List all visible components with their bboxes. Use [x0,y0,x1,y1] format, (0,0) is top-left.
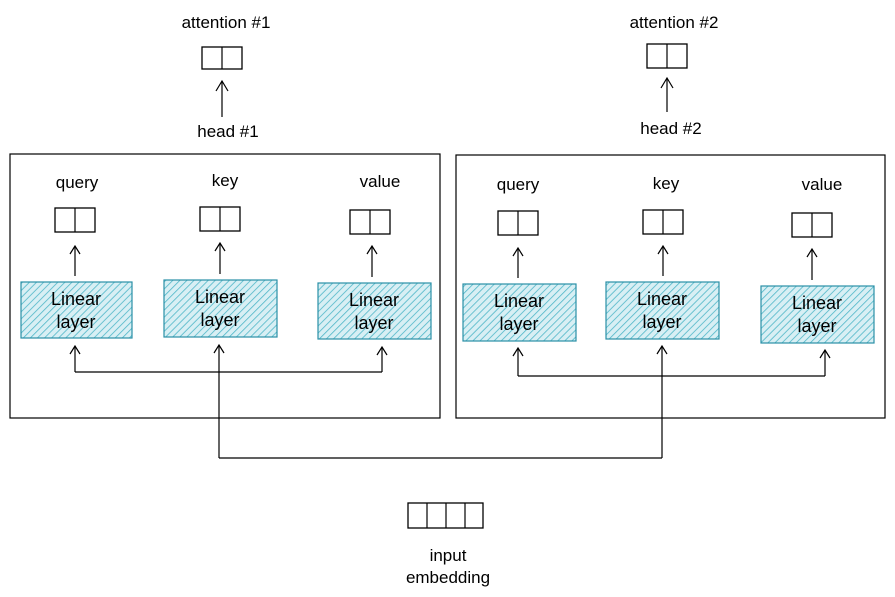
linear-layer-label-line1: Linear [349,290,399,310]
input-embedding-label-line2: embedding [406,568,490,587]
head-1-key-vector [199,206,241,232]
head-2-query-label: query [497,175,540,194]
head-1-query-vector [54,207,96,233]
head-1-key-linear-layer: Linear layer [163,279,278,338]
head-2-query-vector [497,210,539,236]
head-2-key-vector [642,209,684,235]
head-1-label: head #1 [197,122,258,141]
linear-layer-label-line1: Linear [494,291,544,311]
head-1-query-linear-layer: Linear layer [20,281,133,339]
head-2-key-label: key [653,174,680,193]
input-embedding-label-line1: input [430,546,467,565]
head-2-to-attention-arrow [660,76,674,112]
head-1-input-connectors [69,343,388,458]
linear-layer-label-line1: Linear [195,287,245,307]
head-1-value-linear-layer: Linear layer [317,282,432,340]
head-1-query-label: query [56,173,99,192]
linear-layer-label-line1: Linear [637,289,687,309]
head-1-key-label: key [212,171,239,190]
attention-2-label: attention #2 [630,13,719,32]
attention-1-vector [201,46,243,70]
head-1-value-vector [349,209,391,235]
linear-layer-label-line2: layer [56,312,95,332]
input-embedding-vector [407,502,484,529]
linear-layer-label-line1: Linear [792,293,842,313]
head-1-key-arrow [214,241,226,274]
head-2-query-arrow [512,246,524,278]
head-1-value-label: value [360,172,401,191]
attention-2-vector [646,43,688,69]
linear-layer-label-line2: layer [642,312,681,332]
head-1-group: attention #1 head #1 query Linear layer [9,13,441,458]
head-2-input-connectors [512,344,831,458]
head-2-label: head #2 [640,119,701,138]
head-2-key-linear-layer: Linear layer [605,281,720,340]
linear-layer-label-line2: layer [797,316,836,336]
linear-layer-label-line2: layer [200,310,239,330]
head-1-query-arrow [69,244,81,276]
head-2-value-label: value [802,175,843,194]
head-2-value-arrow [806,247,818,280]
linear-layer-label-line1: Linear [51,289,101,309]
head-2-group: attention #2 head #2 query Linear layer … [455,13,886,458]
head-2-query-linear-layer: Linear layer [462,283,577,342]
head-2-value-linear-layer: Linear layer [760,285,875,344]
head-2-value-vector [791,212,833,238]
attention-1-label: attention #1 [182,13,271,32]
head-1-value-arrow [366,244,378,277]
linear-layer-label-line2: layer [499,314,538,334]
head-1-box [9,153,441,419]
head-1-to-attention-arrow [215,79,229,117]
linear-layer-label-line2: layer [354,313,393,333]
head-2-box [455,154,886,419]
head-2-key-arrow [657,244,669,276]
